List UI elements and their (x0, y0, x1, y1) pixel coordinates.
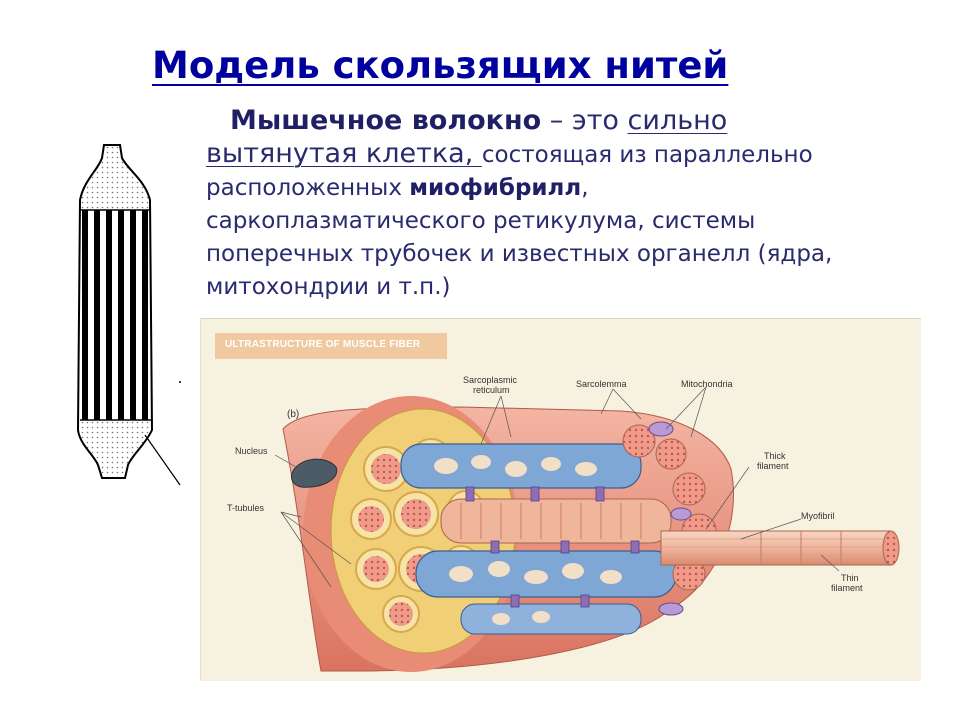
text-line-3a: расположенных (206, 175, 410, 201)
label-thick-1: Thick (764, 451, 786, 461)
figure-header: ULTRASTRUCTURE OF MUSCLE FIBER (215, 333, 447, 359)
text-line-5: поперечных трубочек и известных органелл… (206, 241, 833, 267)
muscle-fiber-schematic (76, 144, 181, 486)
label-t-tubules: T-tubules (227, 503, 265, 513)
dash-text: – это (541, 105, 628, 136)
text-line-6: митохондрии и т.п.) (206, 274, 451, 300)
text-line-2: состоящая из параллельно (481, 142, 813, 168)
underlined-phrase-2: вытянутая клетка, (206, 138, 482, 169)
label-myofibril: Myofibril (801, 511, 835, 521)
label-sarcolemma: Sarcolemma (576, 379, 627, 389)
slide-title: Модель скользящих нитей (152, 44, 729, 87)
muscle-ultrastructure-figure: ULTRASTRUCTURE OF MUSCLE FIBER (200, 318, 921, 681)
text-line-4: саркоплазматического ретикулума, системы (206, 208, 756, 234)
label-thick-2: filament (757, 461, 789, 471)
term-myofibrils: миофибрилл (409, 175, 582, 201)
label-nucleus: Nucleus (235, 446, 268, 456)
label-thin-1: Thin (841, 573, 859, 583)
panel-label-b: (b) (287, 409, 300, 420)
definition-paragraph: Мышечное волокно – это сильно вытянутая … (206, 104, 946, 304)
term-muscle-fiber: Мышечное волокно (230, 105, 542, 136)
text-line-3b: , (581, 175, 589, 201)
label-mitochondria: Mitochondria (681, 379, 733, 389)
muscle-cross-section-illustration (274, 386, 900, 672)
label-sarcoplasmic: Sarcoplasmic (463, 375, 518, 385)
label-reticulum: reticulum (473, 385, 510, 395)
label-thin-2: filament (831, 583, 863, 593)
underlined-word-1: сильно (627, 105, 728, 136)
